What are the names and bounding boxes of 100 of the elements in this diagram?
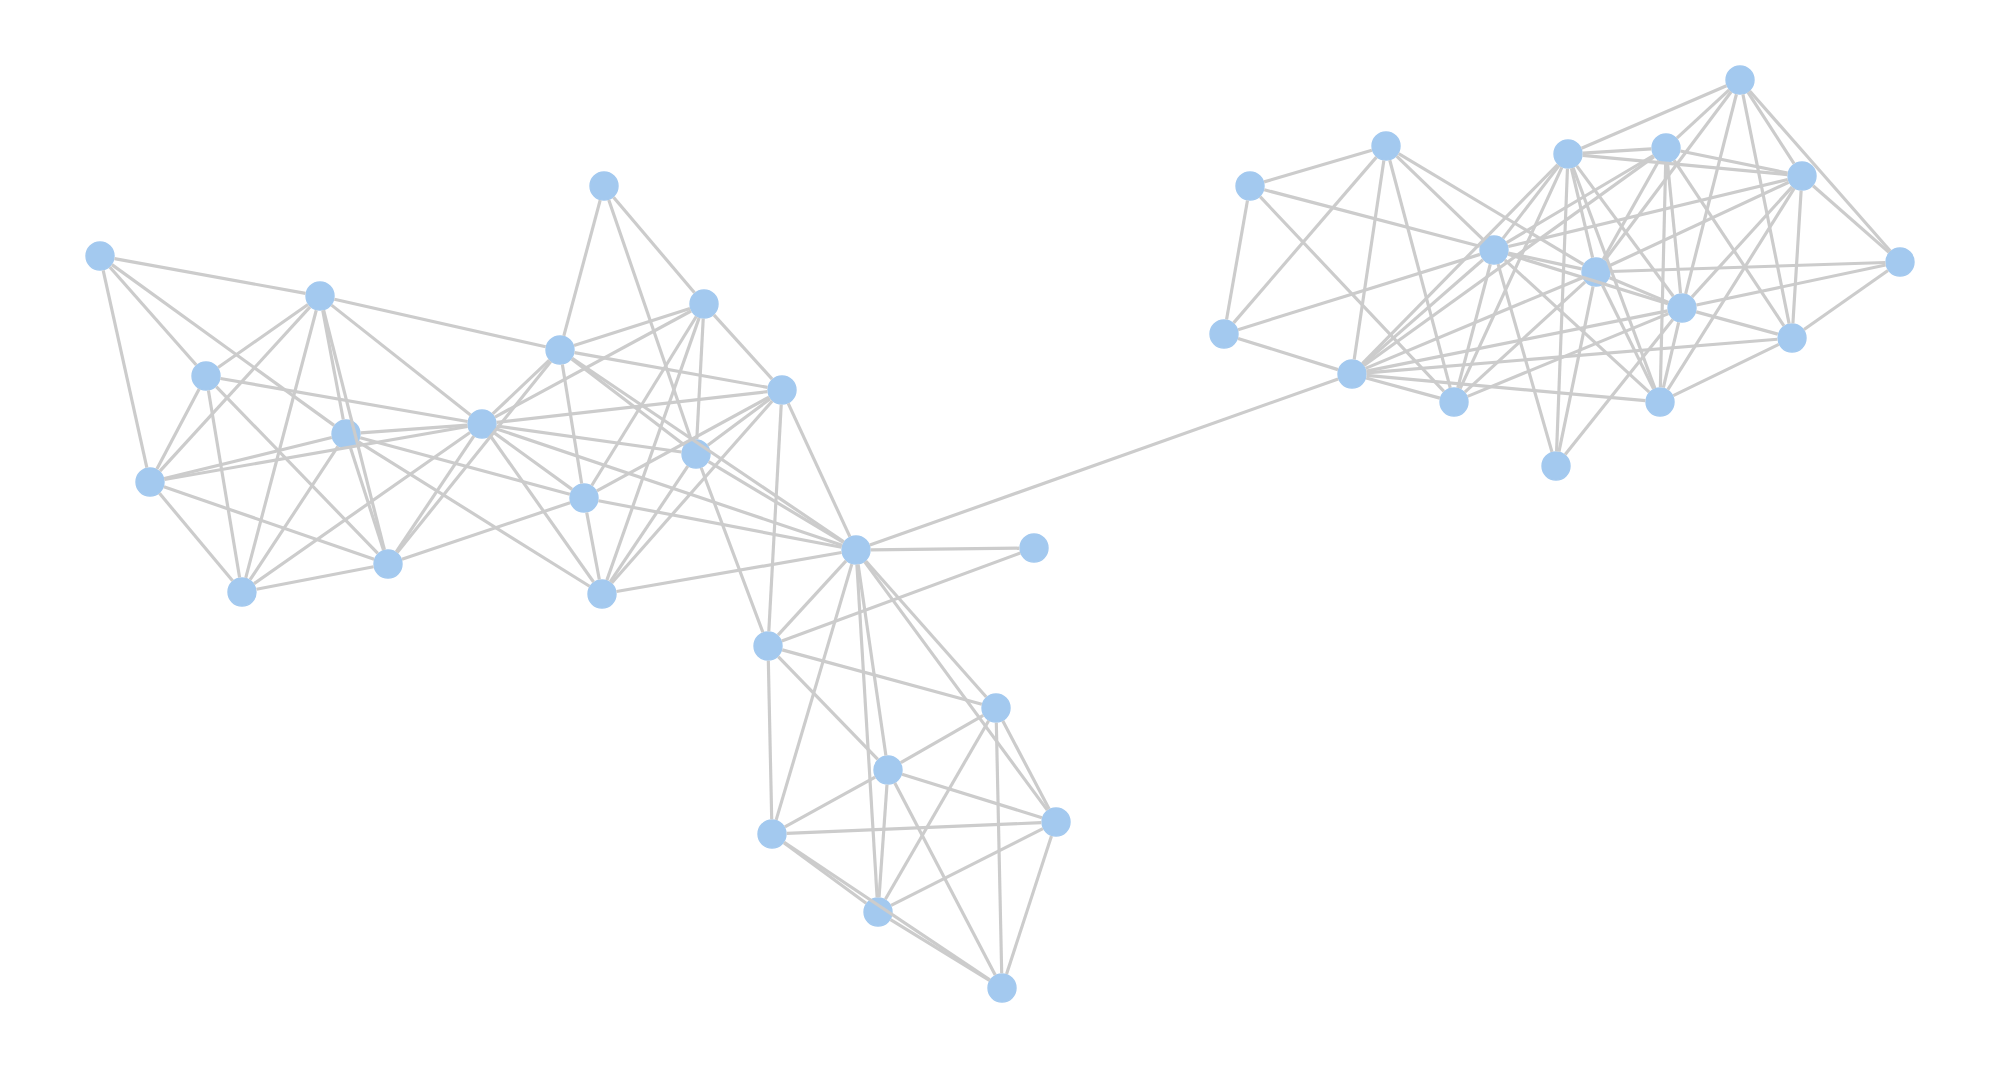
- edge-line: [1361, 163, 1559, 365]
- edge-line: [1601, 284, 1655, 390]
- graph-node: [1019, 533, 1049, 563]
- edge-line: [570, 357, 686, 447]
- edge-line: [163, 435, 333, 481]
- edge-line: [1695, 310, 1779, 336]
- graph-node: [191, 361, 221, 391]
- edge-line: [111, 263, 336, 427]
- edge-line: [1237, 252, 1481, 332]
- edge-line: [1505, 154, 1655, 244]
- edge-line: [357, 440, 591, 588]
- graph-node: [681, 439, 711, 469]
- graph-node: [1651, 133, 1681, 163]
- edge-line: [877, 784, 889, 898]
- edge-line: [217, 303, 309, 369]
- edge-line: [573, 306, 691, 348]
- edge-line: [101, 270, 149, 468]
- edge-line: [590, 315, 698, 487]
- edge-line: [707, 460, 845, 544]
- edge-line: [863, 560, 1049, 812]
- edge-line: [585, 512, 601, 580]
- edge-line: [1456, 263, 1492, 389]
- edge-line: [1263, 148, 1373, 184]
- edge-line: [1263, 188, 1481, 248]
- edge-line: [783, 840, 991, 982]
- edge-line: [767, 404, 783, 632]
- edge-line: [1503, 258, 1651, 394]
- edge-line: [712, 313, 774, 381]
- graph-node: [569, 483, 599, 513]
- edge-line: [781, 551, 1021, 643]
- edge-line: [706, 397, 772, 447]
- edge-line: [489, 435, 595, 583]
- edge-line: [855, 564, 879, 898]
- edge-line: [1397, 152, 1585, 266]
- edge-line: [1237, 336, 1339, 372]
- graph-node: [753, 631, 783, 661]
- edge-line: [1507, 177, 1789, 249]
- graph-node: [1209, 319, 1239, 349]
- edge-line: [1496, 263, 1554, 453]
- edge-line: [608, 465, 690, 583]
- edge-line: [158, 305, 312, 473]
- graph-node: [1667, 293, 1697, 323]
- edge-line: [562, 199, 602, 337]
- edge-line: [786, 821, 1042, 835]
- graph-node: [1777, 323, 1807, 353]
- graph-node: [987, 973, 1017, 1003]
- graph-node: [305, 281, 335, 311]
- edge-line: [1458, 166, 1564, 390]
- edge-line: [1366, 373, 1646, 403]
- edge-line: [1603, 90, 1733, 262]
- edge-line: [776, 559, 848, 637]
- edge-line: [900, 713, 985, 765]
- edge-line: [114, 257, 306, 295]
- edge-line: [256, 565, 374, 591]
- edge-line: [1362, 258, 1484, 366]
- edge-line: [695, 318, 705, 440]
- edge-line: [1395, 155, 1485, 241]
- edge-line: [108, 266, 198, 367]
- graph-node: [757, 819, 787, 849]
- edge-line: [1665, 162, 1683, 294]
- edge-line: [359, 436, 571, 496]
- edge-line: [1555, 168, 1569, 452]
- graph-node: [1725, 65, 1755, 95]
- edge-line: [1463, 280, 1587, 394]
- edge-line: [786, 402, 852, 538]
- edge-line: [494, 309, 692, 419]
- graph-node: [135, 467, 165, 497]
- edge-line: [616, 550, 842, 594]
- edge-line: [1741, 94, 1791, 324]
- edge-line: [155, 388, 201, 470]
- edge-line: [1608, 180, 1790, 268]
- edge-line: [1557, 286, 1595, 452]
- edge-line: [1791, 190, 1803, 324]
- edge-line: [1225, 200, 1250, 320]
- edge-line: [1363, 155, 1655, 367]
- edge-line: [1571, 167, 1657, 389]
- edge-line: [699, 467, 765, 633]
- edge-line: [598, 499, 842, 549]
- edge-line: [901, 772, 1043, 820]
- edge-line: [889, 918, 991, 982]
- edge-line: [1661, 321, 1681, 389]
- edge-line: [493, 431, 574, 491]
- edge-line: [864, 559, 988, 699]
- edge-line: [1746, 91, 1796, 165]
- edge-line: [1672, 159, 1786, 327]
- edge-line: [244, 309, 318, 579]
- graph-node: [873, 755, 903, 785]
- graph-node: [767, 375, 797, 405]
- graph-node: [1541, 451, 1571, 481]
- edge-line: [781, 648, 983, 706]
- edge-line: [396, 360, 553, 554]
- edge-line: [1575, 164, 1675, 298]
- edge-line: [574, 351, 768, 389]
- edge-line: [893, 782, 997, 976]
- edge-line: [1366, 309, 1668, 373]
- edge-line: [571, 356, 845, 544]
- edge-line: [495, 427, 843, 547]
- edge-line: [1001, 720, 1051, 810]
- edge-line: [596, 395, 770, 493]
- edge-line: [1666, 187, 1796, 391]
